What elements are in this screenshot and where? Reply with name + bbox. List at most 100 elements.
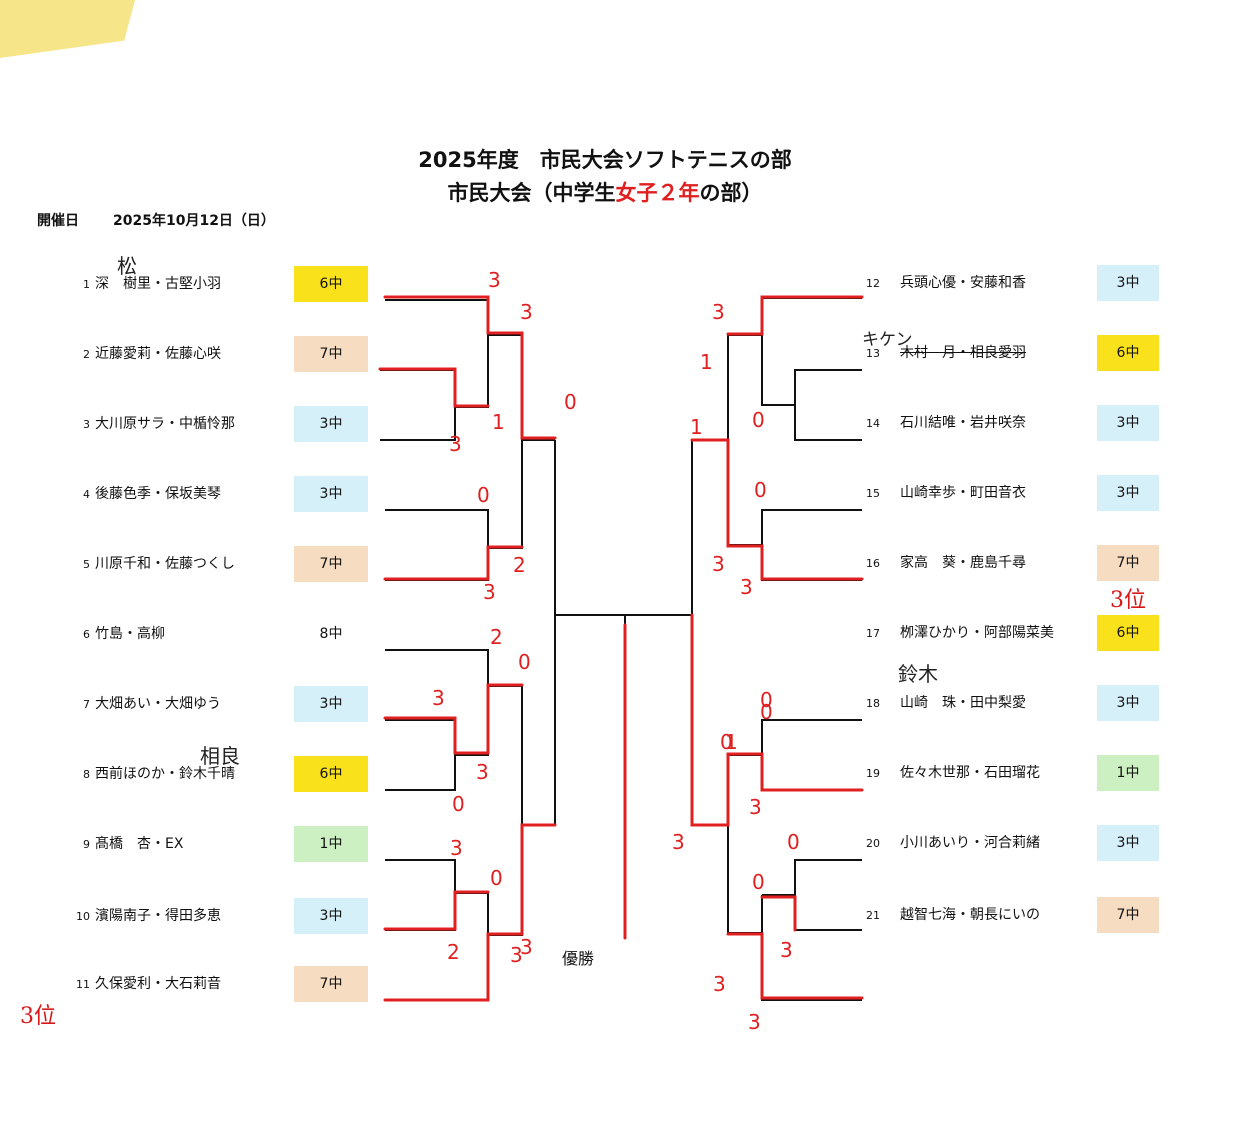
third-place-left: 3位: [20, 1004, 56, 1029]
school-badge: 7中: [294, 546, 368, 582]
bracket-line: [385, 509, 489, 548]
bracket-line: [761, 933, 862, 1001]
school-badge: 3中: [294, 686, 368, 722]
school-badge: 3中: [1097, 405, 1159, 441]
school-badge: 3中: [294, 898, 368, 934]
winner-line: [690, 613, 864, 827]
entry-number: 19: [866, 767, 880, 780]
school-badge: 1中: [294, 826, 368, 862]
score-mark: 3: [488, 268, 501, 292]
entry-name: 山崎 珠・田中梨愛: [900, 695, 1026, 711]
school-badge: 6中: [294, 756, 368, 792]
entry-number: 3: [83, 418, 90, 431]
entry-number: 14: [866, 417, 880, 430]
entry-number: 11: [76, 978, 90, 991]
school-badge: 3中: [1097, 265, 1159, 301]
score-mark: 1: [725, 730, 738, 754]
score-mark: 3: [713, 972, 726, 996]
school-badge: 3中: [294, 406, 368, 442]
entry-name: 久保愛利・大石莉音: [95, 976, 221, 992]
entry-name: 石川結唯・岩井咲奈: [900, 415, 1026, 431]
winner-line: [378, 367, 490, 408]
bracket-line: [794, 405, 862, 441]
bracket-line: [762, 859, 862, 896]
score-mark: 3: [476, 760, 489, 784]
score-mark: 0: [720, 730, 733, 754]
winner-line: [760, 895, 797, 932]
entry-name: 兵頭心優・安藤和香: [900, 275, 1026, 291]
score-mark: 0: [754, 478, 767, 502]
school-badge: 3中: [1097, 825, 1159, 861]
entry-name: 栁澤ひかり・阿部陽菜美: [900, 625, 1054, 641]
score-mark: 0: [477, 483, 490, 507]
school-badge: 1中: [1097, 755, 1159, 791]
entry-number: 9: [83, 838, 90, 851]
bracket-line: [521, 615, 556, 826]
school-badge: 7中: [294, 336, 368, 372]
bracket-lines-black: [380, 297, 862, 1001]
winner-line: [690, 438, 864, 581]
bracket-line: [380, 335, 489, 408]
right-entry: 15 山崎幸歩・町田音衣: [866, 483, 1026, 503]
score-mark: 3: [520, 300, 533, 324]
score-mark: 0: [787, 830, 800, 854]
score-mark: 0: [564, 390, 577, 414]
entry-name: 山崎幸歩・町田音衣: [900, 485, 1026, 501]
subtitle-part-b: の部）: [699, 181, 763, 205]
score-mark: 3: [672, 830, 685, 854]
winner-line: [383, 890, 490, 931]
bracket-line: [521, 335, 555, 441]
score-mark: 3: [712, 300, 725, 324]
entry-number: 15: [866, 487, 880, 500]
bracket-line: [385, 893, 456, 931]
entry-name: 川原千和・佐藤つくし: [95, 556, 235, 572]
winner-line: [383, 683, 524, 755]
entry-number: 4: [83, 488, 90, 501]
entry-name: 近藤愛莉・佐藤心咲: [95, 346, 221, 362]
entry-number: 21: [866, 909, 880, 922]
right-entry: 18 山崎 珠・田中梨愛: [866, 693, 1026, 713]
bracket-line: [385, 755, 456, 791]
bracket-line: [380, 407, 456, 441]
entry-name: 大畑あい・大畑ゆう: [95, 696, 221, 712]
entry-name: 小川あいり・河合莉緒: [900, 835, 1040, 851]
score-mark: 3: [748, 1010, 761, 1034]
entry-name: 西前ほのか・鈴木千晴: [95, 766, 235, 782]
school-badge: 3中: [294, 476, 368, 512]
left-entry: 7 大畑あい・大畑ゆう: [68, 694, 221, 714]
bracket-line: [761, 755, 862, 791]
winner-line: [726, 932, 864, 1000]
handwritten-note-17: 鈴木: [898, 662, 938, 686]
school-badge: 7中: [1097, 897, 1159, 933]
score-mark: 3: [432, 686, 445, 710]
bracket-line: [554, 440, 590, 616]
third-place-right: 3位: [1110, 588, 1146, 613]
score-mark: 0: [760, 688, 773, 712]
school-badge: 6中: [294, 266, 368, 302]
entry-name: 佐々木世那・石田瑠花: [900, 765, 1040, 781]
entry-number: 10: [76, 910, 90, 923]
entry-name: 濱陽南子・得田多恵: [95, 908, 221, 924]
bracket-line: [691, 615, 729, 826]
bracket-line: [385, 299, 522, 336]
bracket-line: [385, 935, 489, 1001]
entry-number: 18: [866, 697, 880, 710]
entry-number: 16: [866, 557, 880, 570]
entry-number: 7: [83, 698, 90, 711]
score-mark: 0: [752, 408, 765, 432]
page-title: 2025年度 市民大会ソフトテニスの部: [418, 148, 792, 172]
score-mark: 0: [752, 870, 765, 894]
left-entry: 11 久保愛利・大石莉音: [68, 974, 221, 994]
entry-number: 20: [866, 837, 880, 850]
bracket-lines-red: [378, 295, 864, 1002]
score-mark: 3: [510, 943, 523, 967]
